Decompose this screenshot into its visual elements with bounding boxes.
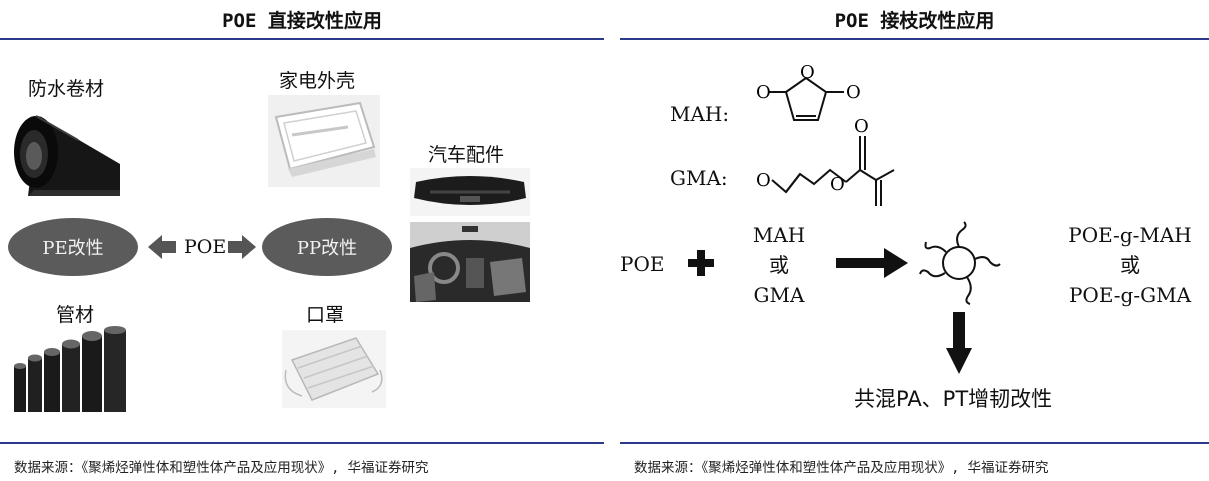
result-label: 共混PA、PT增韧改性 (854, 387, 1053, 411)
gma-epoxide-oxygen: O (756, 170, 771, 191)
left-bottom-rule (0, 442, 604, 444)
waterproof-roll-image (14, 115, 120, 196)
plus-icon (688, 250, 714, 276)
right-source-note: 数据来源：《聚烯烃弹性体和塑性体产品及应用现状》, 华福证券研究 (634, 460, 1049, 476)
double-arrow-icon (148, 235, 256, 259)
product-or: 或 (1120, 253, 1140, 277)
gma-carbonyl-oxygen: O (854, 116, 869, 137)
right-bottom-rule (620, 442, 1209, 444)
left-source-note: 数据来源：《聚烯烃弹性体和塑性体产品及应用现状》, 华福证券研究 (14, 460, 429, 476)
left-top-rule (0, 38, 604, 40)
reagent-or: 或 (769, 253, 789, 277)
mah-oxygen-ring: O (800, 62, 815, 83)
left-panel: POE 直接改性应用 防水卷材 家电外壳 汽车配件 PE改性 (0, 0, 604, 481)
mah-label: MAH: (670, 102, 730, 126)
car-bumper-image (410, 168, 530, 216)
product-poe-g-gma: POE-g-GMA (1068, 283, 1192, 307)
right-panel: POE 接枝改性应用 MAH: O O O GMA: O O O POE MAH… (620, 0, 1209, 481)
pe-modification-ellipse: PE改性 (8, 218, 138, 276)
pe-modification-label: PE改性 (42, 238, 104, 259)
car-interior-image (410, 222, 530, 302)
down-arrow-icon (946, 312, 972, 374)
mah-oxygen-left: O (756, 82, 771, 103)
reagent-gma: GMA (753, 283, 805, 307)
right-panel-title: POE 接枝改性应用 (834, 10, 995, 32)
mask-image (282, 330, 386, 408)
appliance-casing-image (268, 95, 380, 187)
gma-structure-icon: O O O (756, 116, 895, 206)
pipe-image (14, 326, 126, 412)
label-waterproof: 防水卷材 (28, 78, 105, 100)
reagent-mah: MAH (752, 223, 806, 247)
pp-modification-label: PP改性 (296, 238, 358, 259)
poe-center-label: POE (184, 236, 227, 258)
label-auto-parts: 汽车配件 (428, 144, 505, 166)
right-top-rule (620, 38, 1209, 40)
label-mask: 口罩 (306, 304, 345, 326)
product-block: POE-g-MAH 或 POE-g-GMA (1060, 220, 1200, 310)
reaction-arrow-icon (836, 248, 908, 278)
gma-ester-oxygen: O (830, 174, 845, 195)
poe-reactant-label: POE (620, 252, 665, 276)
product-poe-g-mah: POE-g-MAH (1068, 223, 1192, 247)
mah-structure-icon: O O O (756, 62, 861, 121)
gma-label: GMA: (670, 166, 728, 190)
left-panel-title: POE 直接改性应用 (222, 10, 382, 32)
label-pipe: 管材 (56, 304, 95, 326)
reagent-block: MAH 或 GMA (748, 220, 810, 310)
mah-oxygen-right: O (846, 82, 861, 103)
grafted-polymer-icon (919, 221, 1001, 305)
pp-modification-ellipse: PP改性 (262, 218, 392, 276)
label-appliance: 家电外壳 (279, 70, 356, 92)
